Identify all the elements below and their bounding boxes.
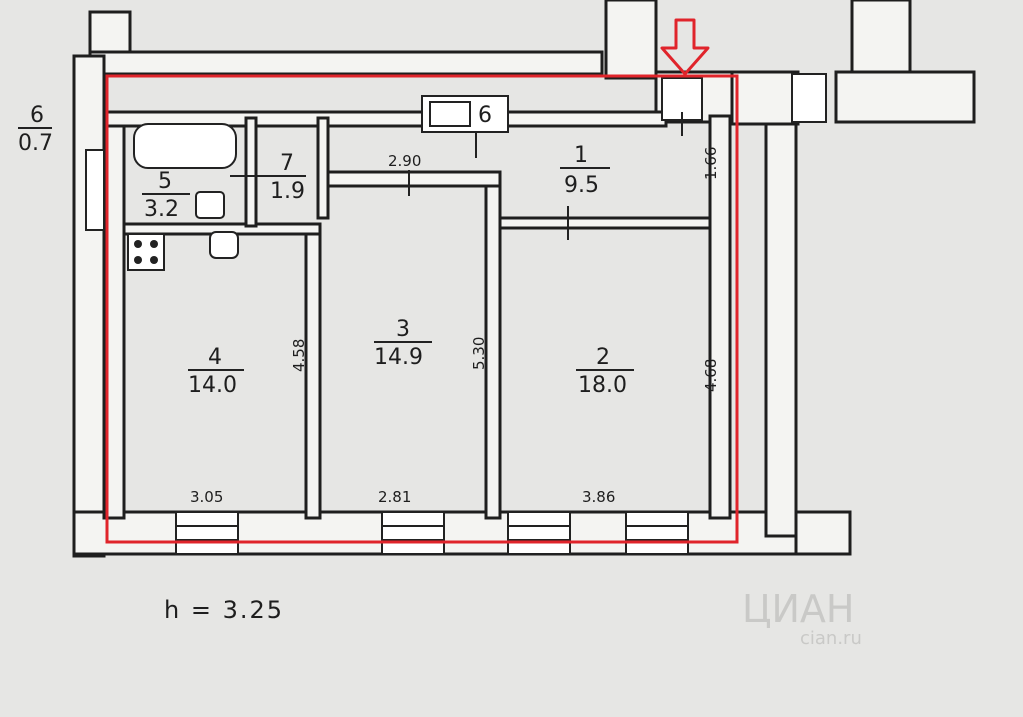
room-7-number: 7 <box>280 151 294 176</box>
room-7-area: 1.9 <box>270 179 305 204</box>
sink <box>195 191 239 259</box>
room-5-number: 5 <box>158 169 172 194</box>
dim-room3-depth: 5.30 <box>470 337 488 370</box>
dim-room2-width: 3.86 <box>582 488 615 506</box>
stove <box>127 233 165 271</box>
building-walls <box>72 0 976 558</box>
ceiling-height: h = 3.25 <box>164 596 284 624</box>
room-3-number: 3 <box>396 317 410 342</box>
watermark-subtitle: cian.ru <box>800 628 862 649</box>
room-4-number: 4 <box>208 345 222 370</box>
dim-room2-depth: 4.68 <box>702 359 720 392</box>
room-2-area: 18.0 <box>578 373 627 398</box>
room-6-number: 6 <box>30 103 44 128</box>
room-4-area: 14.0 <box>188 373 237 398</box>
dim-room3-width: 2.81 <box>378 488 411 506</box>
room-5-area: 3.2 <box>144 197 179 222</box>
room-3-area: 14.9 <box>374 345 423 370</box>
room-1-area: 9.5 <box>564 173 599 198</box>
apartment-highlight <box>105 74 739 544</box>
bathtub <box>133 123 237 169</box>
watermark-logo: ЦИАН <box>742 587 855 631</box>
dim-room1-depth: 1.66 <box>702 147 720 180</box>
arrow-down-icon <box>660 18 710 76</box>
dim-room4-depth: 4.58 <box>290 339 308 372</box>
room-2-number: 2 <box>596 345 610 370</box>
dimension-ticks <box>408 112 683 240</box>
vent-label: 6 <box>478 103 492 128</box>
dim-room1-width: 2.90 <box>388 152 421 170</box>
room-6-area: 0.7 <box>18 131 53 156</box>
dim-room4-width: 3.05 <box>190 488 223 506</box>
windows <box>85 73 827 555</box>
room-1-number: 1 <box>574 143 588 168</box>
